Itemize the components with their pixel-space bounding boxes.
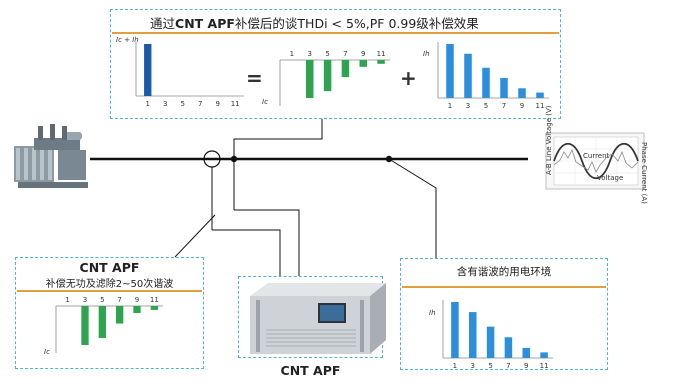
chart4-tick-9: 9 xyxy=(135,296,139,304)
chart5-tick-9: 9 xyxy=(524,362,528,370)
chart1-tick-7: 7 xyxy=(198,100,202,108)
chart3-tick-3: 3 xyxy=(466,102,470,110)
top-title-prefix: 通过 xyxy=(150,16,176,31)
chart4-bar-11 xyxy=(150,306,158,310)
chart3-bar-1 xyxy=(446,44,454,98)
chart5-tick-5: 5 xyxy=(488,362,492,370)
chart5-tick-7: 7 xyxy=(506,362,510,370)
transformer-image xyxy=(14,124,88,188)
equals-sign: = xyxy=(246,66,263,90)
chart3-tick-7: 7 xyxy=(502,102,506,110)
waveform-right-axis-label: Phase Current (A) xyxy=(640,142,648,204)
chart5-tick-3: 3 xyxy=(471,362,475,370)
chart1-tick-5: 5 xyxy=(181,100,185,108)
chart5-tick-1: 1 xyxy=(453,362,457,370)
right-load-box xyxy=(400,258,608,370)
chart3-tick-5: 5 xyxy=(484,102,488,110)
chart2-ylabel: Ic xyxy=(262,98,268,106)
waveform-plot: Current Voltage A-B Line Voltage (V) Pha… xyxy=(545,105,648,204)
connector-left-box xyxy=(174,214,216,258)
chart4-bar-7 xyxy=(116,306,124,324)
connector-top-box xyxy=(233,119,323,159)
chart5-bar-11 xyxy=(540,352,548,358)
top-title-brand: CNT APF xyxy=(175,16,235,31)
chart5-bar-9 xyxy=(522,347,530,358)
right-title-underline xyxy=(402,286,606,288)
chart1-tick-11: 11 xyxy=(231,100,240,108)
chart4-tick-3: 3 xyxy=(83,296,87,304)
chart5-bar-7 xyxy=(504,337,513,358)
chart4-tick-5: 5 xyxy=(100,296,104,304)
chart1-tick-1: 1 xyxy=(146,100,150,108)
chart2-tick-5: 5 xyxy=(325,50,329,58)
chart2-tick-9: 9 xyxy=(361,50,365,58)
plus-sign: + xyxy=(400,66,417,90)
connector-sensor-apf xyxy=(212,229,281,276)
chart3-tick-9: 9 xyxy=(520,102,524,110)
waveform-current-label: Current xyxy=(583,152,610,160)
chart3-bar-11 xyxy=(536,92,544,98)
chart4-tick-1: 1 xyxy=(65,296,69,304)
connector-load-box xyxy=(388,158,437,258)
chart3-bar-7 xyxy=(500,78,508,98)
chart2-tick-11: 11 xyxy=(377,50,386,58)
chart3-bar-5 xyxy=(482,67,490,98)
chart3-tick-1: 1 xyxy=(448,102,452,110)
chart1-ylabel: Ic + Ih xyxy=(116,36,139,44)
chart2-bar-9 xyxy=(359,60,367,67)
chart2-bar-5 xyxy=(323,60,332,92)
chart2-tick-3: 3 xyxy=(308,50,312,58)
chart3-bar-3 xyxy=(464,53,472,98)
connector-apf-bus xyxy=(234,209,300,276)
chart1-tick-3: 3 xyxy=(163,100,167,108)
left-apf-box xyxy=(15,257,204,369)
left-box-title: CNT APF xyxy=(79,260,140,275)
chart4-tick-7: 7 xyxy=(117,296,121,304)
chart3-ylabel: Ih xyxy=(423,50,430,58)
chart2-bar-11 xyxy=(377,60,385,64)
chart4-ylabel: Ic xyxy=(44,348,50,356)
chart5-bar-3 xyxy=(469,312,477,358)
chart1-tick-9: 9 xyxy=(216,100,220,108)
chart4-bar-9 xyxy=(133,306,141,314)
top-title-suffix: 补偿后的谈THDi < 5%,PF 0.99级补偿效果 xyxy=(234,16,479,31)
chart2-bar-7 xyxy=(341,60,350,78)
top-title: 通过CNT APF补偿后的谈THDi < 5%,PF 0.99级补偿效果 xyxy=(150,13,479,32)
chart3-tick-11: 11 xyxy=(536,102,545,110)
chart4-tick-11: 11 xyxy=(150,296,159,304)
chart4-bar-3 xyxy=(81,306,89,345)
top-title-underline xyxy=(112,32,559,34)
top-compensation-box xyxy=(110,9,561,119)
apf-device-label: CNT APF xyxy=(280,363,341,378)
chart4-bar-5 xyxy=(98,306,106,338)
chart3-bar-9 xyxy=(518,88,526,98)
chart5-bar-1 xyxy=(451,302,459,358)
chart2-tick-1: 1 xyxy=(290,50,294,58)
chart2-bar-3 xyxy=(306,60,314,98)
chart5-bar-5 xyxy=(486,326,495,358)
chart2-tick-7: 7 xyxy=(343,50,347,58)
right-box-title: 含有谐波的用电环境 xyxy=(456,266,552,278)
left-box-subtitle: 补偿无功及滤除2~50次谐波 xyxy=(45,279,174,290)
left-title-underline xyxy=(17,290,202,292)
chart5-tick-11: 11 xyxy=(540,362,549,370)
waveform-voltage-label: Voltage xyxy=(597,174,623,182)
waveform-left-axis-label: A-B Line Voltage (V) xyxy=(545,105,553,175)
apf-device-image xyxy=(250,283,386,354)
chart1-bar-1 xyxy=(144,44,152,96)
chart5-ylabel: Ih xyxy=(429,309,436,317)
